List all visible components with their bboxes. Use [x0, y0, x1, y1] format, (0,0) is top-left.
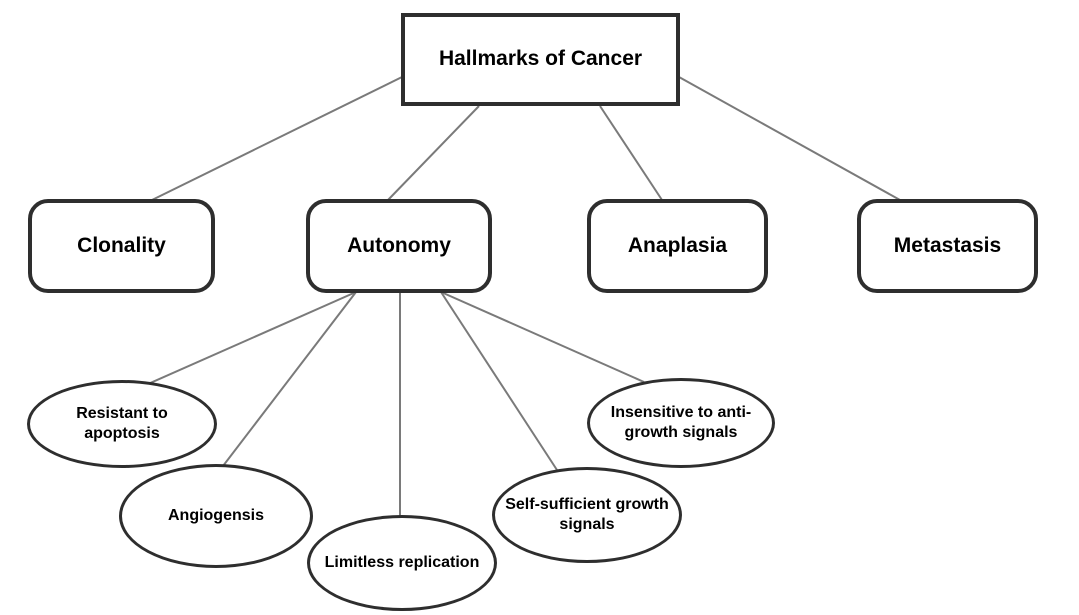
node-insensitive-to-anti-growth-signals-label: Insensitive to anti- growth signals: [610, 404, 752, 441]
node-insensitive-to-anti-growth-signals: Insensitive to anti- growth signals: [587, 378, 775, 468]
node-hallmarks-of-cancer-label: Hallmarks of Cancer: [438, 47, 643, 71]
node-limitless-replication-label: Limitless replication: [324, 554, 480, 571]
node-resistant-to-apoptosis-label: Resistant to apoptosis: [76, 405, 168, 442]
connector-root-clonality: [151, 76, 403, 201]
connector-autonomy-angiogensis: [222, 291, 357, 467]
node-self-sufficient-growth-signals-label: Self-sufficient growth signals: [505, 496, 669, 533]
node-resistant-to-apoptosis: Resistant to apoptosis: [27, 380, 217, 468]
node-metastasis-label: Metastasis: [893, 233, 1002, 257]
connector-root-autonomy: [387, 105, 480, 201]
connector-root-metastasis: [678, 76, 901, 201]
node-autonomy-label: Autonomy: [347, 233, 451, 257]
connector-autonomy-resistant-to-apoptosis: [147, 291, 357, 385]
node-clonality-label: Clonality: [77, 233, 166, 257]
node-limitless-replication: Limitless replication: [307, 515, 497, 611]
node-angiogensis: Angiogensis: [119, 464, 313, 568]
node-anaplasia-label: Anaplasia: [627, 233, 728, 257]
node-metastasis: Metastasis: [857, 199, 1038, 293]
node-clonality: Clonality: [28, 199, 215, 293]
connector-root-anaplasia: [599, 105, 663, 201]
node-self-sufficient-growth-signals: Self-sufficient growth signals: [492, 467, 682, 563]
node-autonomy: Autonomy: [306, 199, 492, 293]
node-anaplasia: Anaplasia: [587, 199, 768, 293]
connector-autonomy-insensitive-to-anti-growth-signals: [440, 291, 645, 383]
node-angiogensis-label: Angiogensis: [167, 507, 264, 524]
connector-autonomy-self-sufficient-growth-signals: [440, 291, 558, 471]
node-hallmarks-of-cancer: Hallmarks of Cancer: [401, 13, 680, 106]
